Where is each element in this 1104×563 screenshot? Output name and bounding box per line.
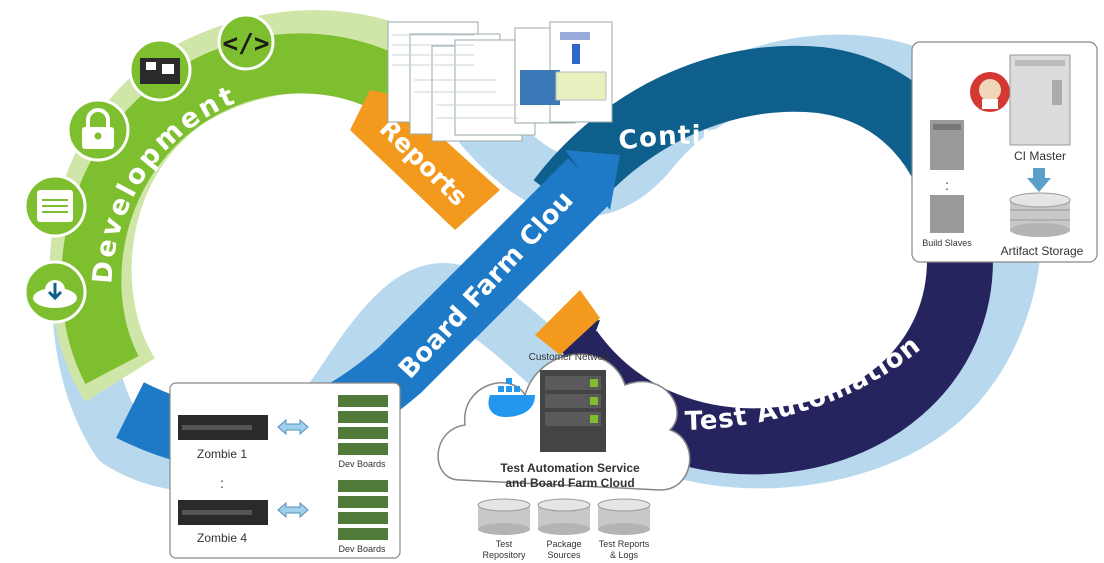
- ci-master-panel: CI Master Artifact Storage : Build Slave…: [911, 41, 1098, 263]
- build-slaves-dots: :: [945, 177, 949, 193]
- code-icon: </>: [217, 13, 275, 71]
- db-label-line1: Test Reports: [599, 539, 650, 549]
- bidirectional-arrow-icon: [277, 501, 309, 519]
- service-cloud: Customer Network Test Automation Service…: [437, 352, 691, 491]
- service-label-line1: Test Automation Service: [500, 461, 640, 475]
- lock-icon: [66, 98, 130, 162]
- dev-boards-stack: [338, 480, 388, 540]
- report-documents: [387, 21, 613, 142]
- dev-boards-label-1: Dev Boards: [338, 459, 386, 469]
- zombie1-label: Zombie 1: [197, 447, 247, 461]
- ci-master-label: CI Master: [1014, 149, 1066, 163]
- db-label-line1: Package: [546, 539, 581, 549]
- database-icon: [23, 174, 87, 238]
- build-slaves-label: Build Slaves: [922, 238, 972, 248]
- bidirectional-arrow-icon: [277, 418, 309, 436]
- artifact-storage-label: Artifact Storage: [1001, 244, 1084, 258]
- docker-icon: [488, 378, 535, 417]
- board-farm-panel: Zombie 1 Dev Boards : Zombie 4 Dev Board…: [169, 382, 401, 559]
- down-arrow-icon: [1027, 168, 1051, 192]
- orange-connector: [535, 290, 600, 355]
- build-slave-server-icon: [930, 195, 964, 233]
- zombie4-label: Zombie 4: [197, 531, 247, 545]
- db-test-repository: Test Repository: [477, 498, 531, 560]
- zombie-dots: :: [220, 475, 224, 491]
- db-label-line2: & Logs: [610, 550, 639, 560]
- db-label-line2: Repository: [482, 550, 526, 560]
- db-label-line2: Sources: [547, 550, 581, 560]
- db-test-reports: Test Reports & Logs: [597, 498, 651, 560]
- db-label-line1: Test: [496, 539, 513, 549]
- dev-boards-label-2: Dev Boards: [338, 544, 386, 554]
- cloud-download-icon: [23, 260, 87, 324]
- service-server-icon: [540, 370, 606, 452]
- db-package-sources: Package Sources: [537, 498, 591, 560]
- svg-text:</>: </>: [223, 29, 270, 59]
- service-label-line2: and Board Farm Cloud: [505, 476, 634, 490]
- dev-boards-stack: [338, 395, 388, 455]
- board-icon: [128, 38, 192, 102]
- artifact-storage-icon: [1009, 192, 1071, 237]
- customer-network-label: Customer Network: [529, 352, 613, 363]
